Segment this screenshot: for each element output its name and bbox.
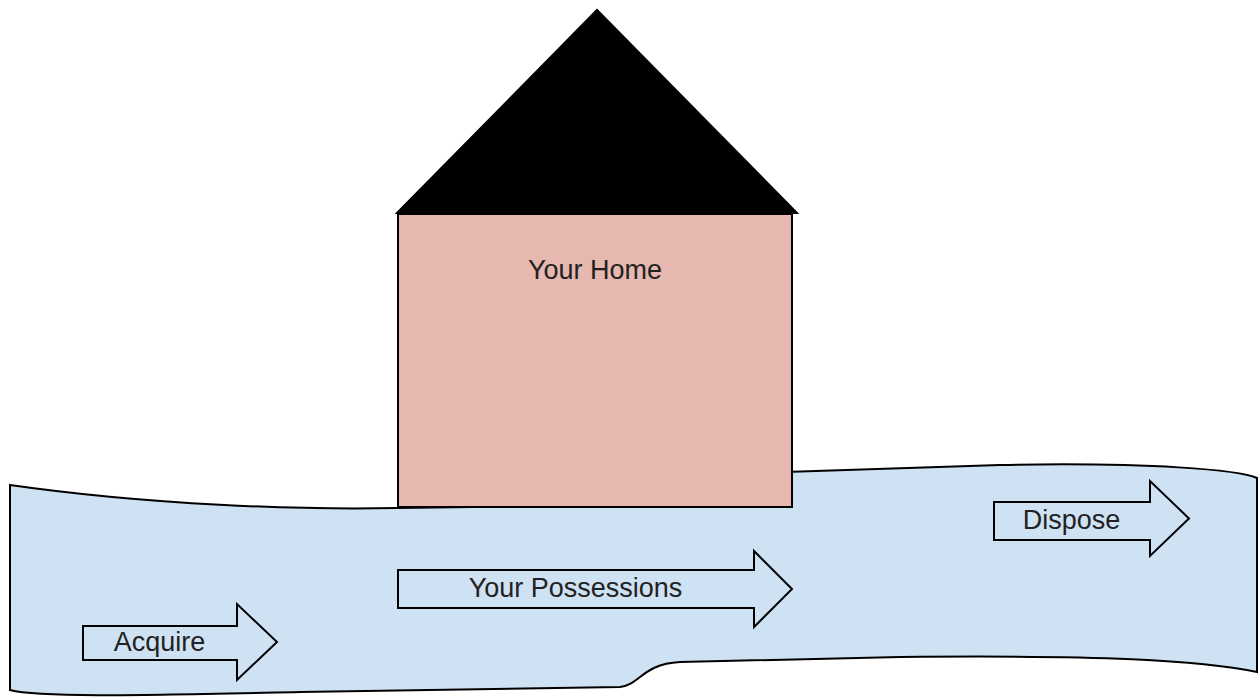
arrow-label: Your Possessions: [397, 573, 754, 604]
arrow-label: Acquire: [82, 627, 237, 658]
block-arrow: Acquire: [82, 603, 278, 681]
arrow-shape: [398, 551, 792, 627]
arrow-shape: [83, 604, 277, 680]
house-roof: [397, 10, 797, 213]
house-body: Your Home: [397, 213, 793, 508]
arrow-shape: [994, 481, 1189, 556]
node-label: Your Home: [399, 255, 791, 286]
arrow-label: Dispose: [993, 505, 1150, 536]
block-arrow: Your Possessions: [397, 550, 793, 628]
block-arrow: Dispose: [993, 480, 1190, 557]
